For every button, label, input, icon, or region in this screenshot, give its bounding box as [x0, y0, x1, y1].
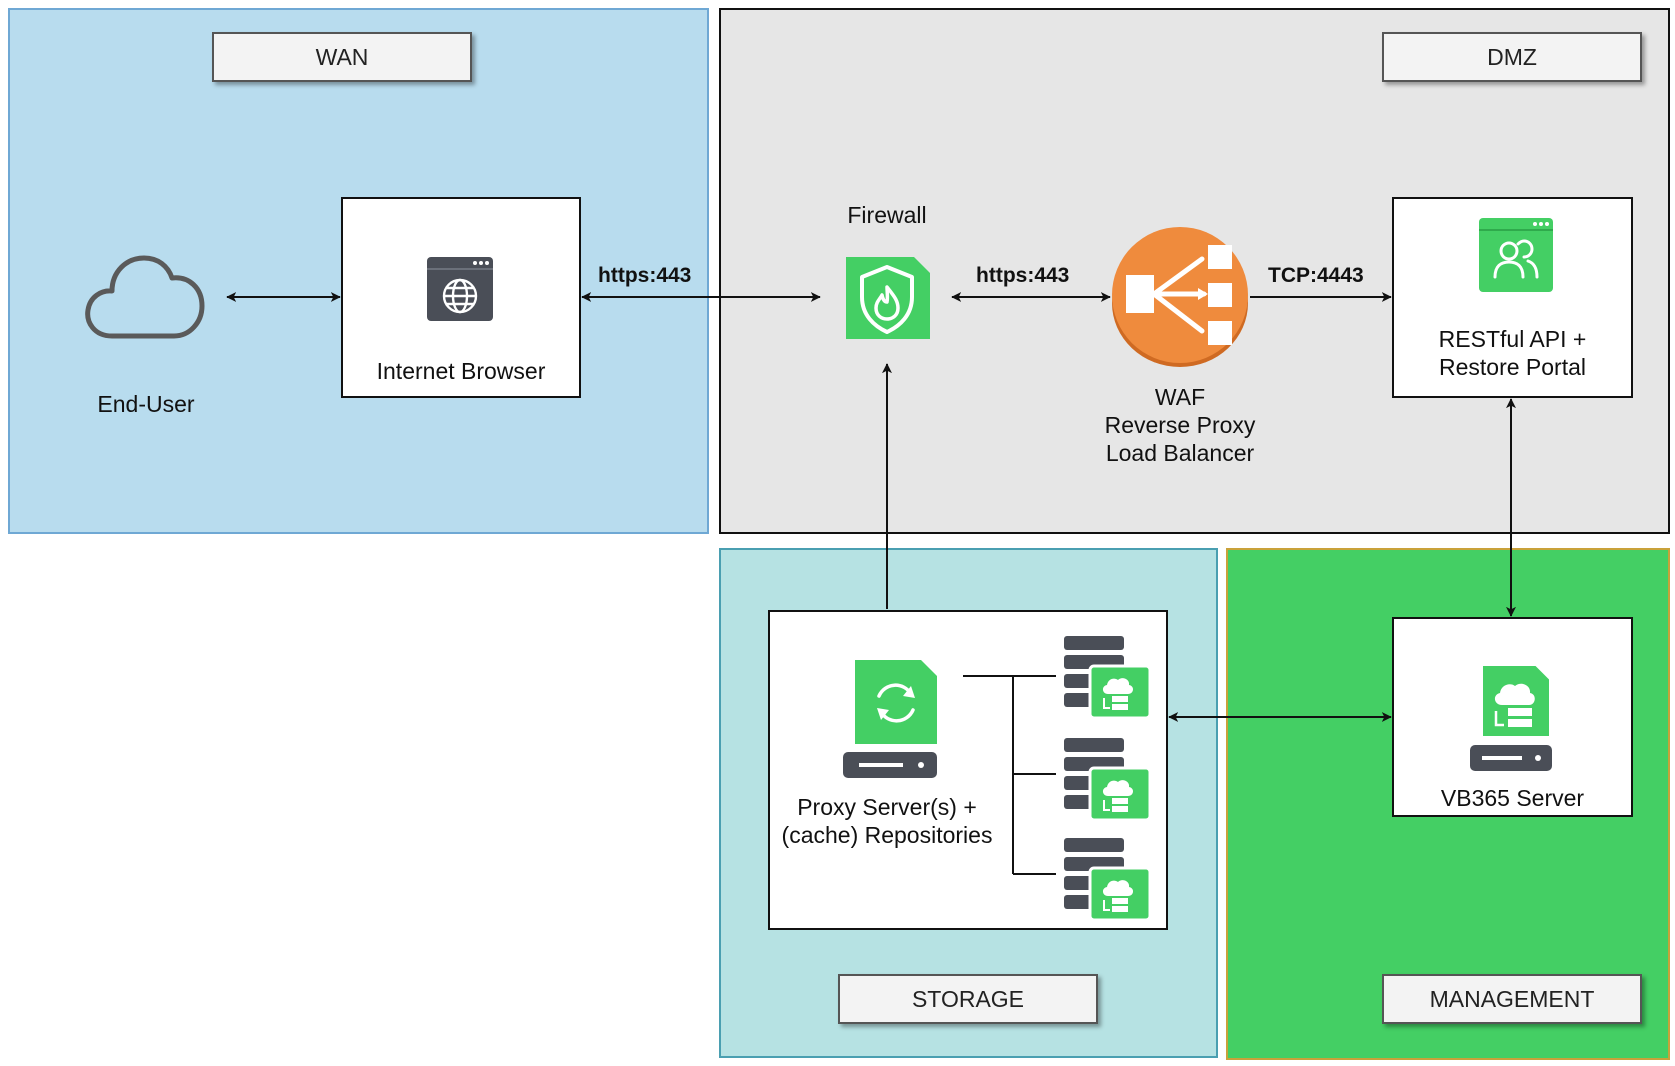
repository-server-icon — [1064, 738, 1152, 820]
waf-label-line2: Reverse Proxy — [1104, 412, 1256, 438]
load-balancer-icon[interactable] — [1110, 225, 1250, 369]
proxy-label-line2: (cache) Repositories — [781, 822, 993, 848]
rest-label-line1: RESTful API + — [1438, 326, 1587, 352]
repository-server-icon — [1064, 636, 1152, 718]
zone-label-wan: WAN — [212, 32, 472, 82]
waf-label-line3: Load Balancer — [1105, 440, 1255, 466]
protocol-label-waf-rest: TCP:4443 — [1268, 264, 1364, 287]
zone-label-storage: STORAGE — [838, 974, 1098, 1024]
rest-label-line2: Restore Portal — [1438, 354, 1586, 380]
cloud-icon — [85, 255, 205, 339]
end-user-label: End-User — [97, 391, 195, 417]
proxy-server-icon — [843, 660, 937, 778]
protocol-label-browser-firewall: https:443 — [598, 264, 692, 287]
proxy-label-line1: Proxy Server(s) + — [797, 794, 977, 820]
zone-label-dmz: DMZ — [1382, 32, 1642, 82]
repository-tree — [963, 675, 1056, 875]
firewall-shield-icon[interactable] — [842, 253, 932, 343]
zone-label-management: MANAGEMENT — [1382, 974, 1642, 1024]
repository-server-icon — [1064, 838, 1152, 920]
browser-globe-icon — [427, 257, 493, 321]
protocol-label-firewall-waf: https:443 — [976, 264, 1070, 287]
users-portal-icon — [1479, 218, 1553, 292]
vb365-label: VB365 Server — [1440, 785, 1585, 811]
vb365-server-icon — [1470, 665, 1552, 771]
browser-label: Internet Browser — [376, 358, 546, 384]
firewall-label: Firewall — [847, 202, 927, 228]
waf-label-line1: WAF — [1154, 384, 1206, 410]
